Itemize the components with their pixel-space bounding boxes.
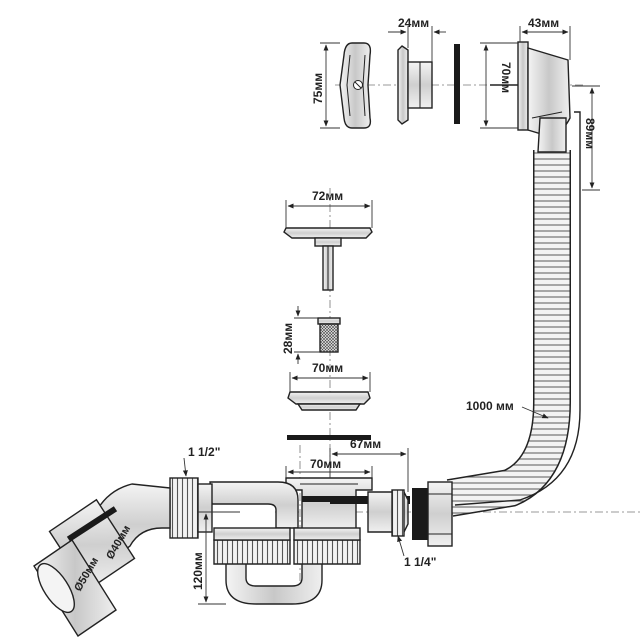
- strainer-height-label: 28мм: [281, 323, 295, 354]
- overflow-connector: [330, 481, 453, 547]
- dimension-trap-inlet-thread: 1 1/2": [182, 445, 220, 477]
- dimension-trap-depth: 120мм: [191, 511, 240, 605]
- dimension-plug-diameter: 72мм: [285, 189, 373, 228]
- overflow-gasket: [454, 44, 460, 124]
- overflow-flange: [397, 45, 433, 125]
- overflow-cover: [339, 42, 372, 129]
- drain-gasket: [287, 435, 371, 440]
- dimension-overflow-body-width: 43мм: [519, 16, 571, 60]
- dimension-overflow-flange-width: 24мм: [388, 16, 446, 62]
- flex-hose: [446, 111, 581, 517]
- siphon-trap: [209, 481, 361, 605]
- plug-diameter-label: 72мм: [312, 189, 343, 203]
- overflow-flange-width-label: 24мм: [398, 16, 429, 30]
- drain-diameter-label: 70мм: [310, 457, 341, 471]
- dimension-hose-length: 1000 мм: [466, 399, 549, 419]
- overflow-drop-label: 89мм: [583, 118, 597, 149]
- dimension-outlet-offset: 67мм: [329, 437, 409, 492]
- dimension-drain-diameter: 70мм: [285, 457, 373, 478]
- trap-inlet-thread-label: 1 1/2": [188, 445, 220, 459]
- dimension-overflow-body-height: 70мм: [480, 42, 518, 129]
- dimension-strainer-height: 28мм: [281, 306, 320, 364]
- waste-elbow: [33, 477, 213, 637]
- trap-depth-label: 120мм: [191, 552, 205, 590]
- dimension-grate-diameter: 70мм: [289, 361, 371, 392]
- dimension-overflow-thread: 1 1/4": [397, 535, 436, 569]
- overflow-cover-height-label: 75мм: [311, 73, 325, 104]
- outlet-offset-label: 67мм: [350, 437, 381, 451]
- overflow-thread-label: 1 1/4": [404, 555, 436, 569]
- overflow-body-width-label: 43мм: [528, 16, 559, 30]
- bath-plug: [283, 227, 373, 291]
- hose-length-label: 1000 мм: [466, 399, 514, 413]
- dimension-overflow-cover-height: 75мм: [311, 42, 340, 129]
- drain-grate: [287, 391, 371, 411]
- dimension-overflow-drop: 89мм: [572, 85, 600, 191]
- overflow-body-height-label: 70мм: [499, 62, 513, 93]
- grate-diameter-label: 70мм: [312, 361, 343, 375]
- strainer-basket: [317, 317, 341, 353]
